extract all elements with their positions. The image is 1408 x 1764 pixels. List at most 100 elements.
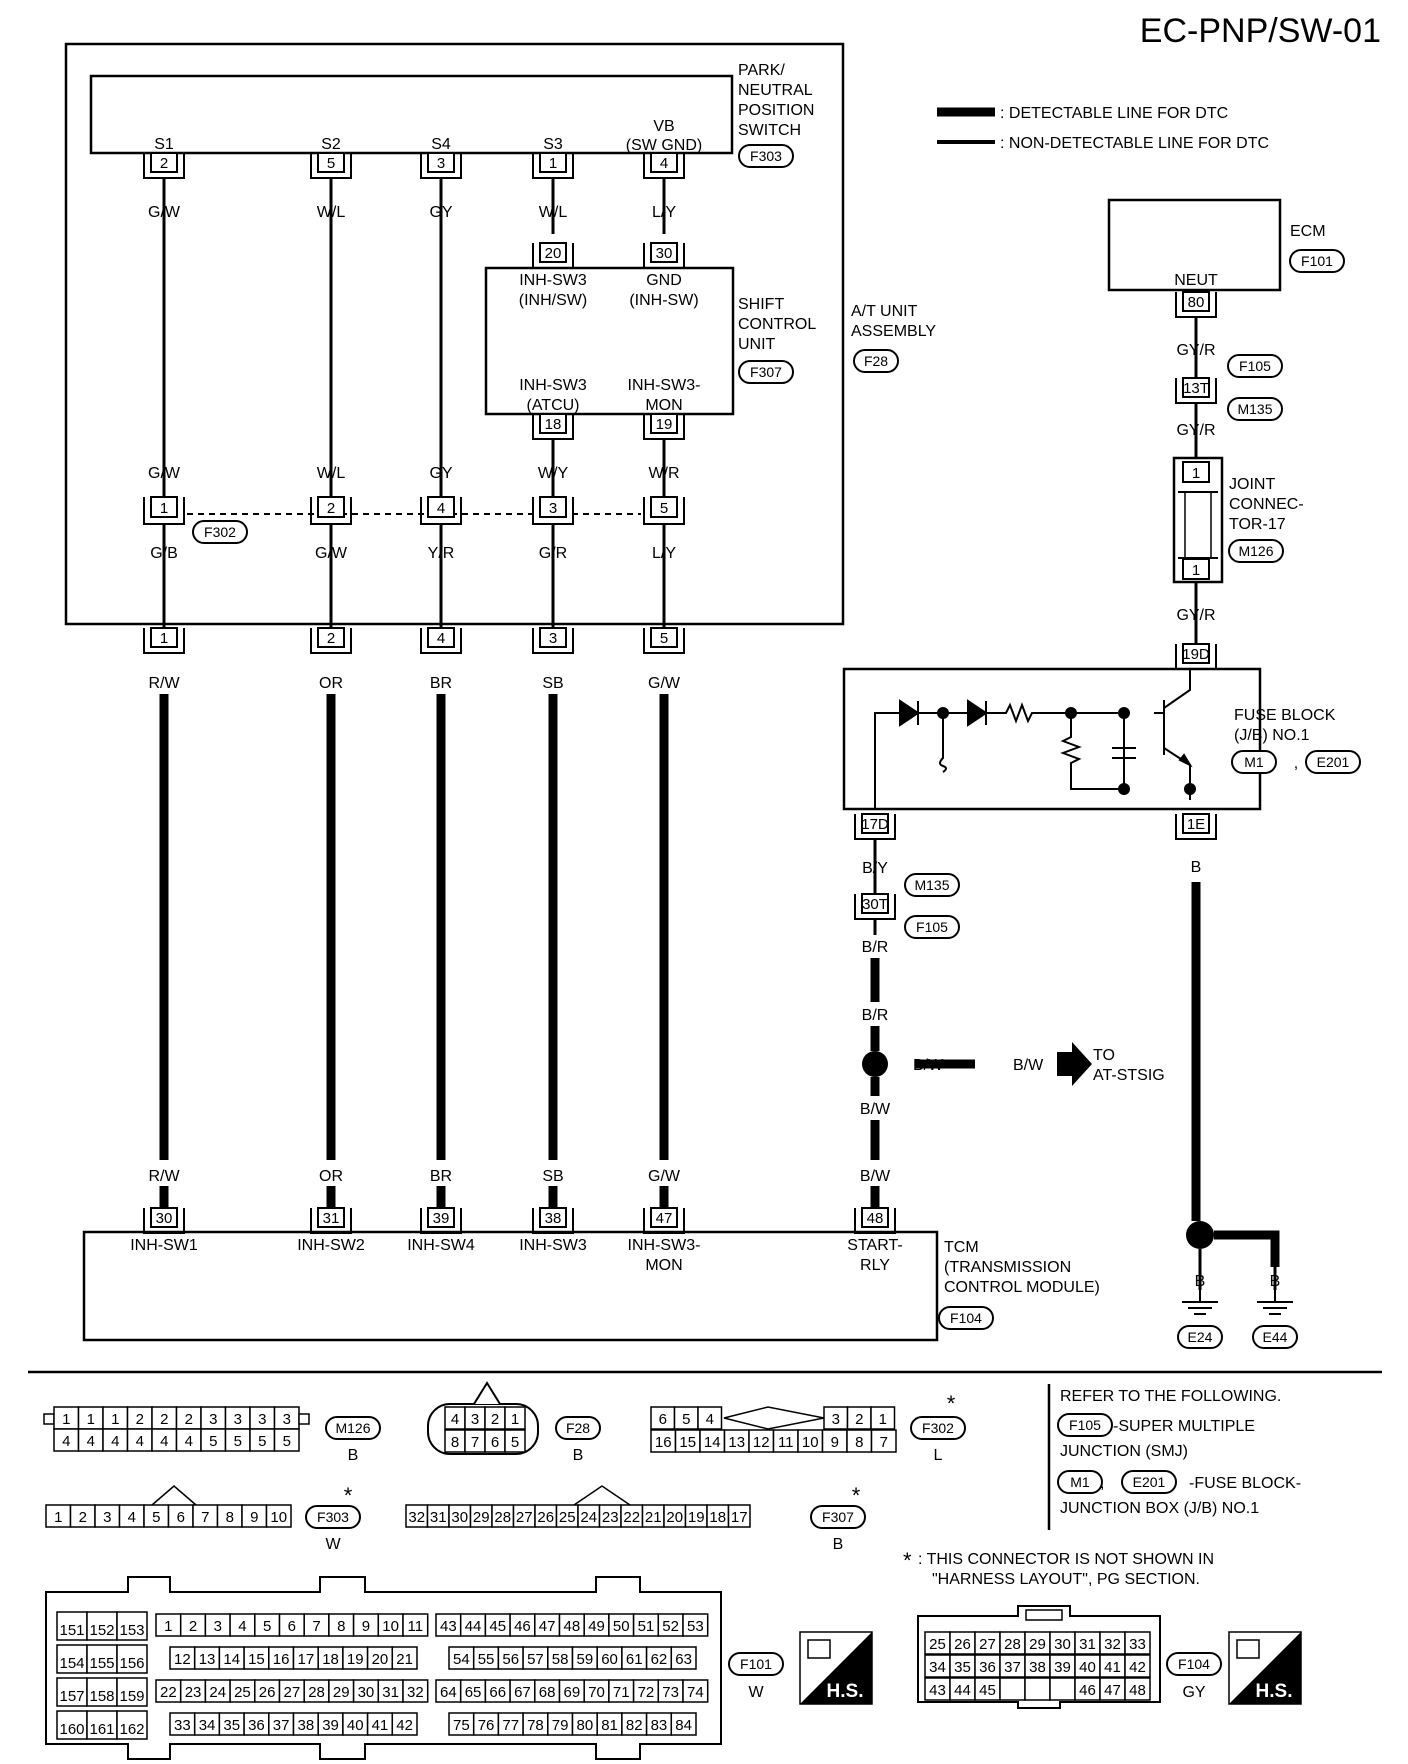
fb-pin-1E: [1182, 813, 1210, 834]
m126-r1-num-3: 3: [258, 1411, 266, 1428]
f101-right-2-num-70: 70: [588, 1684, 605, 1701]
f302-r1a-num-5: 5: [682, 1411, 690, 1428]
f303-r1-num-10: 10: [270, 1509, 287, 1526]
f101-right-0-cell-10: [682, 1613, 709, 1637]
f104-row-2-cell-4: [1024, 1677, 1051, 1701]
f302-lower-color-4: L/Y: [652, 545, 676, 562]
joint-name-2: CONNEC-: [1229, 496, 1304, 513]
m126-r2-num-4: 4: [62, 1433, 70, 1450]
harness-color-top-2: BR: [430, 675, 452, 692]
f101-right-2-num-74: 74: [687, 1684, 704, 1701]
fb-node-1: [937, 707, 949, 719]
joint-connector-box: [1172, 456, 1224, 584]
pnp-pin-4-socket: [643, 153, 685, 179]
f101-left-0-cell-2: [116, 1611, 148, 1641]
f307-r1-num-25: 25: [559, 1509, 576, 1526]
f101-mid-3-num-42: 42: [396, 1717, 413, 1734]
view-f101-color: W: [748, 1684, 764, 1701]
tcm-term-1: INH-SW2: [297, 1237, 365, 1254]
scu-top-pin-20-socket: [532, 243, 574, 269]
f104-latch: [1025, 1609, 1063, 1621]
ground-splice: [1186, 1221, 1214, 1249]
f302-r2-num-15: 15: [679, 1434, 696, 1451]
f302-r1b-num-2: 2: [855, 1411, 863, 1428]
view-f307-star: *: [852, 1483, 861, 1508]
f104-row-1-num-37: 37: [1004, 1659, 1021, 1676]
ground-symbol-e44: [1257, 1290, 1293, 1315]
f101-mid-1-num-15: 15: [248, 1651, 265, 1668]
f104-row-2-num-45: 45: [979, 1682, 996, 1699]
ecm-terminal-neut: NEUT: [1174, 272, 1218, 289]
f101-left-2-cell-1: [86, 1677, 118, 1707]
f303-r1-cell-9: [265, 1504, 292, 1528]
f101-mid-3-cell-9: [391, 1712, 418, 1736]
pnp-pin-1: [539, 152, 567, 173]
m126-r1-num-2: 2: [136, 1411, 144, 1428]
pnp-name-4: SWITCH: [738, 122, 801, 139]
at-unit-pin-4: [427, 627, 455, 648]
tcm-name-1: TCM: [944, 1239, 979, 1256]
tcm-pin-38-label: 38: [545, 1210, 562, 1227]
view-m126: [325, 1416, 381, 1440]
view-f302-star: *: [947, 1391, 956, 1416]
scu-bottom-label-b-1: MON: [645, 397, 682, 414]
refer-connector-M1-label: M1: [1070, 1474, 1090, 1490]
pnp-pin-1-label: 1: [549, 155, 557, 172]
connector-F28: [853, 349, 899, 373]
smj-pin-13T-label: 13T: [1183, 380, 1209, 397]
m126-r1-num-2: 2: [185, 1411, 193, 1428]
scu-bottom-label-a-1: INH-SW3-: [628, 377, 701, 394]
connector-F307: [738, 360, 794, 384]
f101-left-1-cell-2: [116, 1644, 148, 1674]
m126-r2-num-4: 4: [160, 1433, 168, 1450]
ecm-pin-80: [1182, 291, 1210, 312]
f101-right-2-num-73: 73: [662, 1684, 679, 1701]
joint-bar: [1184, 491, 1212, 559]
connector-M1: [1231, 750, 1277, 774]
connector-M126: [1228, 539, 1284, 563]
f28-r2-num-8: 8: [451, 1434, 459, 1451]
at-unit-pin-2: [317, 627, 345, 648]
m126-latch: [43, 1413, 55, 1425]
m126-r2-num-4: 4: [111, 1433, 119, 1450]
refer-connector-F105: [1057, 1413, 1113, 1437]
harness-color-top-3: SB: [542, 675, 563, 692]
f101-left-2-cell-2: [116, 1677, 148, 1707]
scu-bottom-pin-18-label: 18: [545, 416, 562, 433]
m126-r1-num-1: 1: [87, 1411, 95, 1428]
f101-right-3-num-79: 79: [552, 1717, 569, 1734]
ecm-name: ECM: [1290, 223, 1326, 240]
view-f303-color: W: [325, 1536, 341, 1553]
scu-top-pin-30-socket: [643, 243, 685, 269]
scu-top-label-b-0: (INH/SW): [519, 292, 587, 309]
f101-right-1-cell-9: [670, 1646, 697, 1670]
scu-top-label-b-1: (INH-SW): [629, 292, 698, 309]
view-f302-color: L: [934, 1447, 943, 1464]
tcm-name-3: CONTROL MODULE): [944, 1279, 1100, 1296]
pnp-wire-color-2: GY: [429, 204, 452, 221]
hs-badge-f101: H.S.: [799, 1631, 873, 1705]
f101-right-0-num-49: 49: [588, 1618, 605, 1635]
tcm-pin-30-label: 30: [156, 1210, 173, 1227]
f302-key: [723, 1406, 825, 1430]
connector-F104-label: F104: [950, 1310, 982, 1326]
tcm-wire-color-0: R/W: [148, 1168, 180, 1185]
view-f101-label: F101: [740, 1656, 772, 1672]
f101-mid-2-num-28: 28: [308, 1684, 325, 1701]
connector-ground-E24-label: E24: [1188, 1329, 1213, 1345]
f101-left-2-num-159: 159: [119, 1688, 144, 1705]
f101-mid-0-num-9: 9: [362, 1618, 370, 1635]
connector-ground-E44-label: E44: [1263, 1329, 1288, 1345]
page-title: EC-PNP/SW-01: [1140, 12, 1381, 50]
f303-r1-num-2: 2: [79, 1509, 87, 1526]
f28-r1-num-4: 4: [451, 1411, 459, 1428]
f101-mid-1-num-20: 20: [372, 1651, 389, 1668]
at-unit-name-2: ASSEMBLY: [851, 323, 936, 340]
pnp-pin-5: [317, 152, 345, 173]
tcm-pin-30-socket: [143, 1208, 185, 1234]
f104-row-2-num-44: 44: [954, 1682, 971, 1699]
scu-top-pin-20-label: 20: [545, 245, 562, 262]
f101-left-1-cell-0: [56, 1644, 88, 1674]
tcm-pin-47-socket: [643, 1208, 685, 1234]
splice-point: [862, 1051, 888, 1077]
